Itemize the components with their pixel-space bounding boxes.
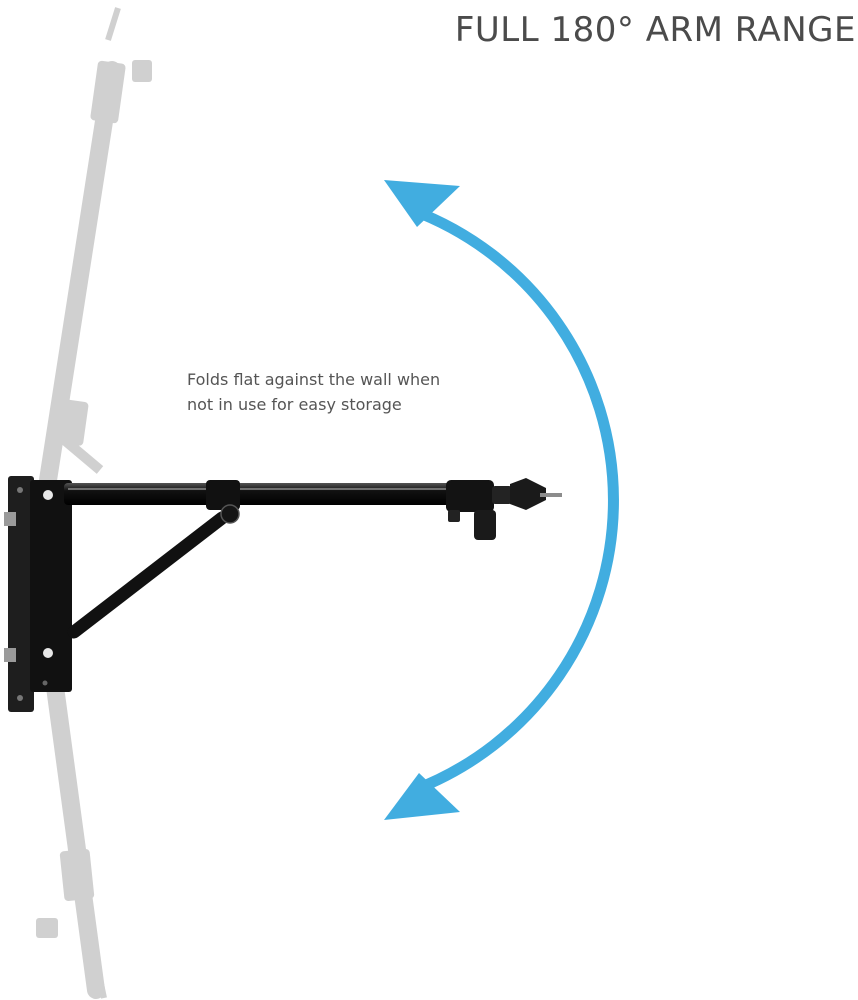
caption-line-1: Folds flat against the wall when	[187, 370, 441, 389]
ghost-arm-down	[36, 641, 107, 999]
rotation-arrow-icon	[384, 180, 619, 820]
ghost-arm-up	[39, 7, 152, 489]
wall-mount-plate	[4, 476, 72, 712]
headline: FULL 180° ARM RANGE	[454, 10, 856, 50]
storage-caption: Folds flat against the wall when not in …	[187, 367, 507, 417]
extension-arm	[64, 478, 562, 639]
caption-line-2: not in use for easy storage	[187, 395, 402, 414]
